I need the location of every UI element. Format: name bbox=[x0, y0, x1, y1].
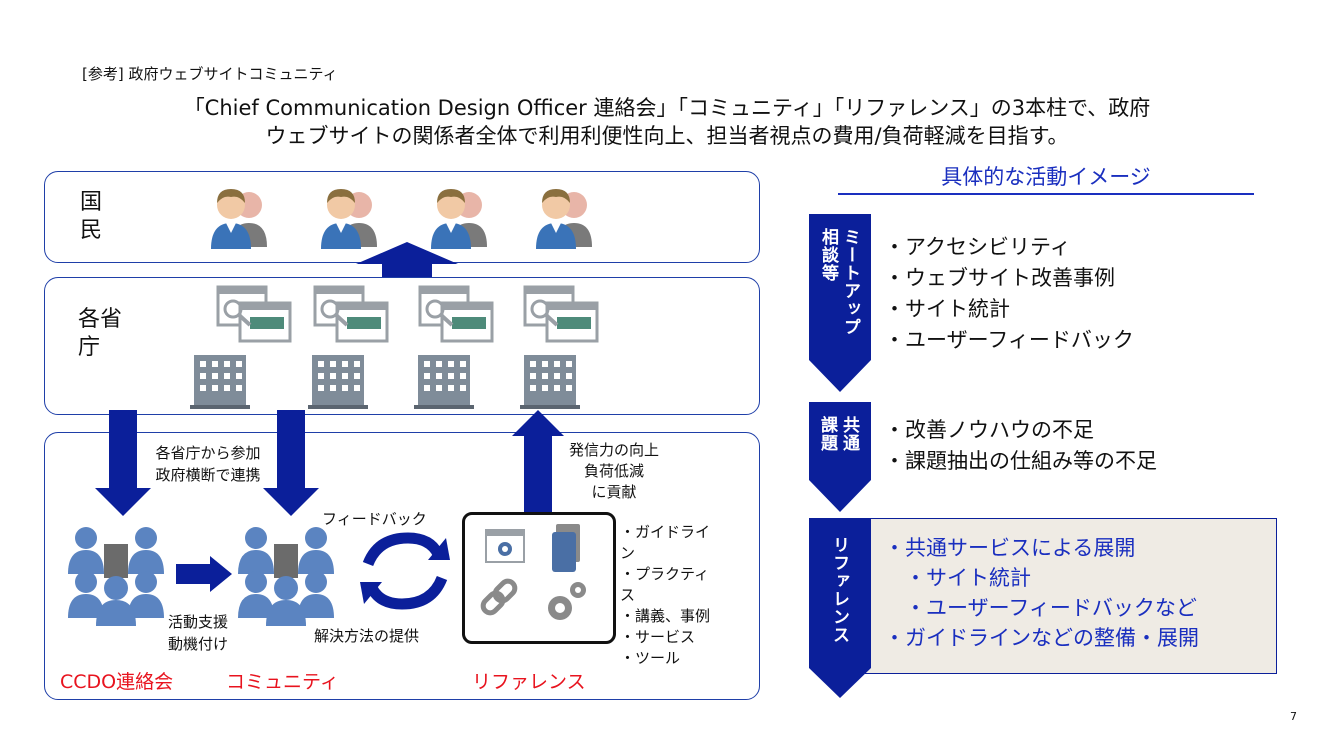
settings-window-icon bbox=[485, 529, 525, 563]
reference-items: ・共通サービスによる展開 ・サイト統計 ・ユーザーフィードバックなど ・ガイドラ… bbox=[884, 533, 1199, 653]
ministries-label: 各省 庁 bbox=[78, 307, 123, 360]
citizen-icon-4 bbox=[536, 189, 592, 249]
meetup-item-1: ・アクセシビリティ bbox=[884, 235, 1071, 259]
reference-band-label: リファレンス bbox=[829, 536, 849, 644]
activities-heading: 具体的な活動イメージ bbox=[941, 165, 1151, 189]
feedback-label: フィードバック bbox=[322, 510, 427, 528]
reference-item-1: ・共通サービスによる展開 bbox=[884, 536, 1136, 560]
meetup-item-2: ・ウェブサイト改善事例 bbox=[884, 266, 1115, 290]
page-number: 7 bbox=[1290, 710, 1297, 723]
reference-name: リファレンス bbox=[472, 671, 586, 693]
heading-underline bbox=[838, 193, 1254, 195]
web-window-icon-4 bbox=[523, 285, 599, 343]
up-arrow-from-reference bbox=[512, 410, 564, 514]
slide-title-line-2: ウェブサイトの関係者全体で利用利便性向上、担当者視点の費用/負荷軽減を目指す。 bbox=[265, 124, 1069, 148]
reference-item-4: ・ガイドラインなどの整備・展開 bbox=[884, 626, 1199, 650]
meetup-items: ・アクセシビリティ ・ウェブサイト改善事例 ・サイト統計 ・ユーザーフィードバッ… bbox=[884, 232, 1134, 356]
web-window-icon-3 bbox=[418, 285, 494, 343]
building-icon-1 bbox=[190, 355, 250, 409]
citizens-label: 国 民 bbox=[80, 190, 103, 243]
reference-item-3: ・ユーザーフィードバックなど bbox=[884, 596, 1197, 620]
community-name: コミュニティ bbox=[226, 671, 339, 693]
book-icon bbox=[552, 524, 580, 572]
ccdo-name: CCDO連絡会 bbox=[60, 671, 174, 693]
web-window-icon-1 bbox=[216, 285, 292, 343]
support-label: 活動支援 動機付け bbox=[167, 613, 228, 653]
down-arrows-to-ccdo bbox=[95, 410, 319, 516]
issues-item-1: ・改善ノウハウの不足 bbox=[884, 418, 1094, 442]
citizen-icon-1 bbox=[211, 189, 267, 249]
reference-section-box bbox=[865, 518, 1277, 674]
building-icon-2 bbox=[308, 355, 368, 409]
issues-items: ・改善ノウハウの不足 ・課題抽出の仕組み等の不足 bbox=[884, 415, 1157, 477]
issues-band bbox=[809, 402, 871, 512]
ministry-icons bbox=[190, 285, 599, 409]
building-icon-4 bbox=[520, 355, 580, 409]
reference-item-2: ・サイト統計 bbox=[884, 566, 1031, 590]
gears-icon bbox=[548, 582, 586, 620]
meetup-band-label: ミートアップ 相談等 bbox=[818, 228, 860, 336]
web-window-icon-2 bbox=[313, 285, 389, 343]
meetup-item-3: ・サイト統計 bbox=[884, 297, 1010, 321]
arrow-join-label: 各省庁から参加 政府横断で連携 bbox=[155, 444, 261, 484]
reference-items-list: ・ガイドライ ン ・プラクティ ス ・講義、事例 ・サービス ・ツール bbox=[620, 523, 711, 667]
up-arrow-to-citizens bbox=[356, 242, 458, 282]
meetup-band bbox=[809, 214, 871, 392]
meetup-item-4: ・ユーザーフィードバック bbox=[884, 328, 1134, 352]
arrow-info-label: 発信力の向上 負荷低減 に貢献 bbox=[568, 441, 659, 501]
solution-label: 解決方法の提供 bbox=[314, 627, 420, 645]
community-group-icon bbox=[238, 527, 334, 626]
issues-band-label: 共通 課題 bbox=[817, 416, 859, 452]
issues-item-2: ・課題抽出の仕組み等の不足 bbox=[884, 449, 1157, 473]
cycle-arrows-icon bbox=[360, 532, 450, 610]
slide-note: [参考] 政府ウェブサイトコミュニティ bbox=[82, 65, 338, 83]
reference-tool-icons bbox=[480, 524, 586, 620]
slide-title-line-1: 「Chief Communication Design Officer 連絡会」… bbox=[183, 96, 1151, 120]
ministries-panel bbox=[44, 277, 760, 415]
reference-band bbox=[809, 518, 871, 698]
ccdo-group-icon bbox=[68, 527, 164, 626]
link-icon bbox=[480, 578, 518, 616]
right-arrow-ccdo-to-community bbox=[176, 556, 232, 592]
building-icon-3 bbox=[414, 355, 474, 409]
